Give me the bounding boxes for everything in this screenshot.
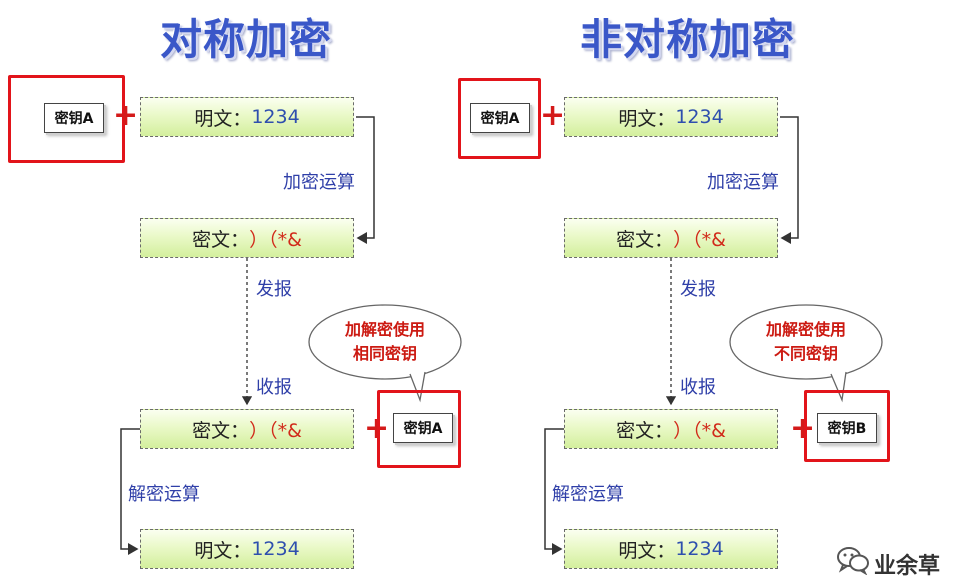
left-speech-bubble bbox=[308, 304, 462, 403]
left-key-bottom-frame bbox=[377, 390, 461, 468]
plaintext-label: 明文： bbox=[194, 107, 252, 130]
plaintext-label: 明文： bbox=[618, 539, 676, 562]
right-ciphertext-bottom: 密文： ）（*& bbox=[564, 409, 778, 449]
right-plus-top: + bbox=[540, 98, 566, 133]
ciphertext-label: 密文： bbox=[616, 419, 674, 442]
bubble-line-1: 加解密使用 bbox=[344, 320, 425, 339]
right-title: 非对称加密 bbox=[580, 15, 796, 64]
ciphertext-value: ）（*& bbox=[249, 228, 302, 251]
left-ciphertext-top: 密文： ）（*& bbox=[140, 218, 354, 258]
right-key-top-frame bbox=[458, 78, 541, 159]
right-plaintext-bottom: 明文： 1234 bbox=[564, 529, 778, 569]
plaintext-value: 1234 bbox=[675, 106, 724, 128]
right-key-bottom: 密钥B bbox=[817, 413, 877, 443]
watermark-text: 业余草 bbox=[874, 554, 941, 579]
ciphertext-value: ）（*& bbox=[673, 419, 726, 442]
left-send-label: 发报 bbox=[256, 279, 292, 300]
left-plus-top: + bbox=[113, 98, 139, 133]
left-ciphertext-bottom: 密文： ）（*& bbox=[140, 409, 354, 449]
ciphertext-value: ）（*& bbox=[673, 228, 726, 251]
right-ciphertext-top: 密文： ）（*& bbox=[564, 218, 778, 258]
right-encrypt-connector bbox=[780, 116, 799, 244]
left-plaintext-top: 明文： 1234 bbox=[140, 97, 354, 137]
ciphertext-value: ）（*& bbox=[249, 419, 302, 442]
right-key-bottom-frame bbox=[804, 390, 890, 462]
right-decrypt-label: 解密运算 bbox=[552, 484, 624, 505]
right-encrypt-label: 加密运算 bbox=[707, 172, 779, 193]
plaintext-value: 1234 bbox=[675, 538, 724, 560]
right-speech-bubble bbox=[729, 304, 883, 403]
bubble-line-1: 加解密使用 bbox=[765, 320, 846, 339]
plaintext-label: 明文： bbox=[618, 107, 676, 130]
left-title: 对称加密 bbox=[160, 15, 333, 64]
left-decrypt-connector bbox=[120, 428, 140, 555]
plaintext-value: 1234 bbox=[251, 106, 300, 128]
left-plus-bottom: + bbox=[364, 411, 390, 446]
left-key-top-frame bbox=[8, 75, 125, 163]
ciphertext-label: 密文： bbox=[616, 228, 674, 251]
plaintext-value: 1234 bbox=[251, 538, 300, 560]
bubble-line-2: 不同密钥 bbox=[773, 344, 838, 363]
right-plus-bottom: + bbox=[790, 411, 816, 446]
right-key-top: 密钥A bbox=[470, 103, 530, 133]
left-plaintext-bottom: 明文： 1234 bbox=[140, 529, 354, 569]
ciphertext-label: 密文： bbox=[192, 419, 250, 442]
right-receive-label: 收报 bbox=[680, 377, 716, 398]
left-encrypt-label: 加密运算 bbox=[283, 172, 355, 193]
right-send-label: 发报 bbox=[680, 279, 716, 300]
ciphertext-label: 密文： bbox=[192, 228, 250, 251]
left-receive-label: 收报 bbox=[256, 377, 292, 398]
plaintext-label: 明文： bbox=[194, 539, 252, 562]
left-key-top: 密钥A bbox=[44, 103, 104, 133]
right-plaintext-top: 明文： 1234 bbox=[564, 97, 778, 137]
left-key-bottom: 密钥A bbox=[393, 413, 453, 443]
wechat-icon bbox=[836, 545, 870, 576]
left-bubble-text: 加解密使用 相同密钥 bbox=[320, 318, 450, 366]
left-decrypt-label: 解密运算 bbox=[128, 484, 200, 505]
right-bubble-text: 加解密使用 不同密钥 bbox=[741, 318, 871, 366]
left-encrypt-connector bbox=[356, 116, 375, 244]
bubble-line-2: 相同密钥 bbox=[352, 344, 417, 363]
right-decrypt-connector bbox=[544, 428, 564, 555]
